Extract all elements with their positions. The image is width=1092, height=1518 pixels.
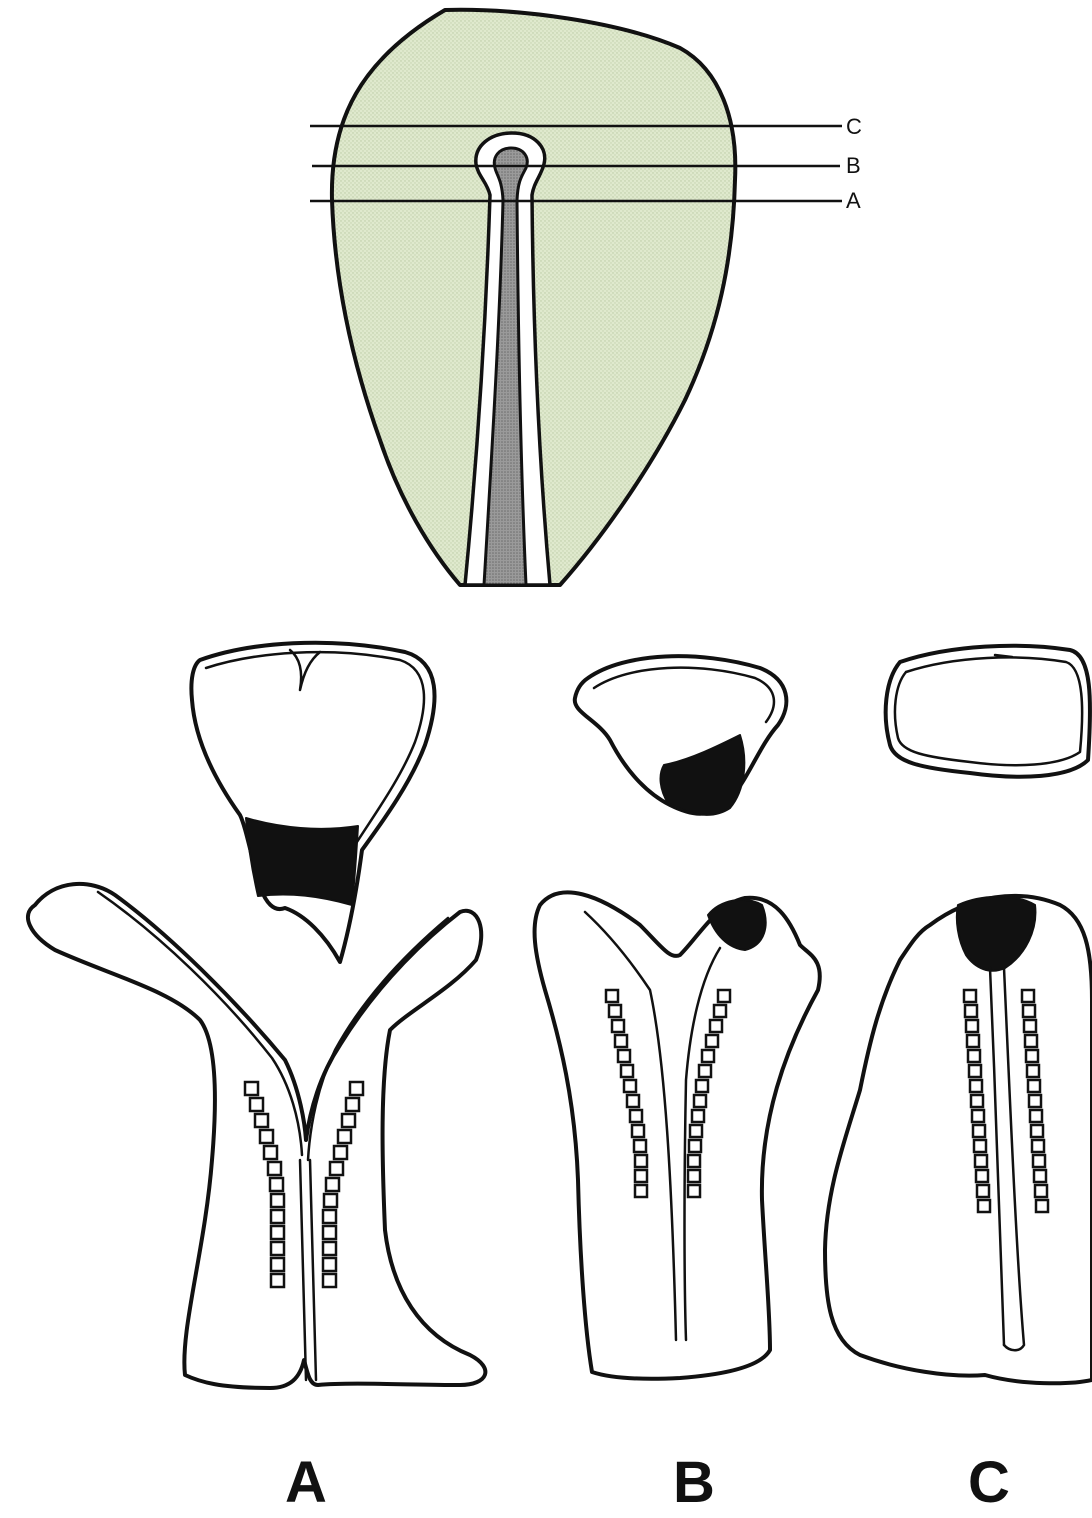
section-c-lower-outline — [825, 896, 1092, 1383]
section-a-upper-outline — [191, 643, 434, 962]
section-a-label: A — [285, 1450, 327, 1515]
plane-label-c: C — [846, 114, 862, 139]
section-b-label: B — [673, 1450, 715, 1515]
embryonic-disc: C B A — [310, 10, 862, 585]
section-a-dark-band — [246, 818, 358, 905]
section-c-label: C — [968, 1450, 1010, 1515]
plane-label-b: B — [846, 153, 861, 178]
section-b: B — [535, 656, 820, 1515]
section-b-lower-outline — [535, 892, 820, 1378]
section-a-lower-outline — [28, 884, 485, 1388]
section-a: A — [28, 643, 485, 1515]
section-c-upper-outline — [886, 646, 1090, 777]
plane-label-a: A — [846, 188, 861, 213]
section-c: C — [825, 646, 1092, 1515]
